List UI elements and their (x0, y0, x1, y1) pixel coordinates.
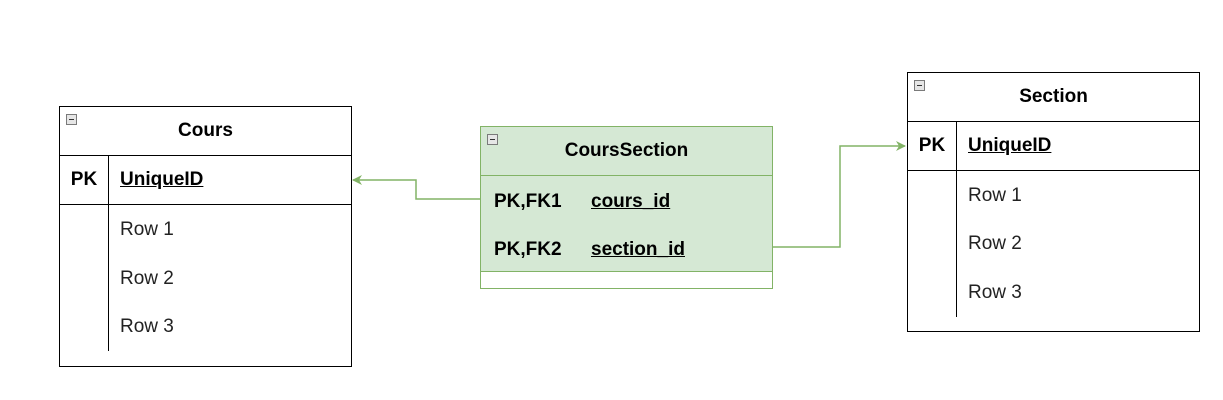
fk-key-label: PK,FK1 (494, 191, 562, 212)
table-row[interactable]: Row 3 (968, 282, 1022, 303)
entity-section-pk-row[interactable]: PK UniqueID (908, 122, 1199, 171)
entity-section[interactable]: Section PK UniqueID Row 1 Row 2 Row 3 (907, 72, 1200, 332)
entity-cours-header[interactable]: Cours (60, 107, 351, 156)
entity-cours-title: Cours (178, 120, 233, 141)
collapse-icon[interactable] (914, 80, 925, 91)
edge-to-section (773, 141, 906, 248)
entity-cours-pk-row[interactable]: PK UniqueID (60, 156, 351, 205)
table-row[interactable]: Row 3 (120, 316, 174, 337)
column-divider (108, 205, 109, 351)
table-row[interactable]: Row 1 (120, 219, 174, 240)
column-divider (956, 171, 957, 317)
entity-footer (481, 271, 772, 288)
entity-section-header[interactable]: Section (908, 73, 1199, 122)
collapse-icon[interactable] (487, 134, 498, 145)
pk-label: PK (908, 122, 957, 170)
table-row[interactable]: Row 1 (968, 185, 1022, 206)
fk-key-label: PK,FK2 (494, 239, 562, 260)
fk-field-name: section_id (591, 239, 685, 260)
entity-cours[interactable]: Cours PK UniqueID Row 1 Row 2 Row 3 (59, 106, 352, 367)
entity-cours-section[interactable]: CoursSection PK,FK1 cours_id PK,FK2 sect… (480, 126, 773, 289)
pk-field: UniqueID (968, 135, 1052, 156)
fk-field-name: cours_id (591, 191, 671, 212)
entity-cours-section-title: CoursSection (564, 140, 689, 161)
table-row[interactable]: Row 2 (120, 268, 174, 289)
pk-label: PK (60, 156, 109, 204)
entity-section-title: Section (1019, 86, 1088, 107)
edge-to-cours (352, 175, 480, 200)
collapse-icon[interactable] (66, 114, 77, 125)
table-row[interactable]: Row 2 (968, 233, 1022, 254)
pk-field: UniqueID (120, 169, 204, 190)
entity-cours-section-header[interactable]: CoursSection (481, 127, 772, 176)
